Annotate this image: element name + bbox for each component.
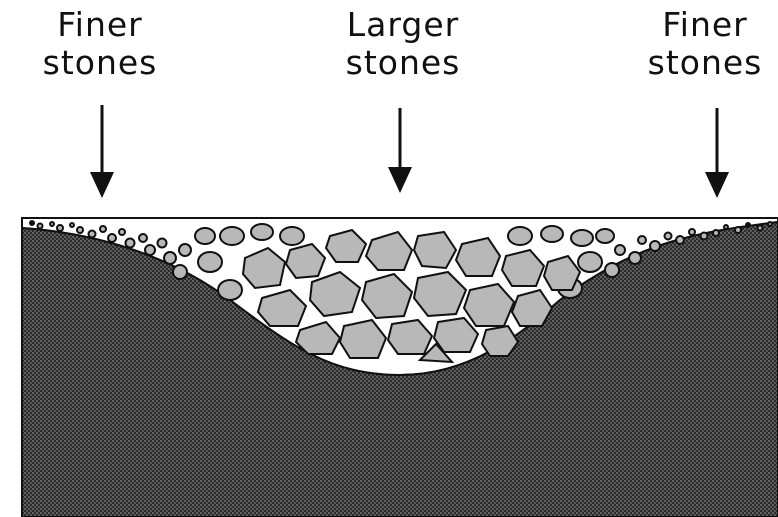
arrow-left-icon	[90, 105, 114, 198]
arrow-right-icon	[705, 108, 729, 198]
arrow-center-icon	[388, 108, 412, 193]
